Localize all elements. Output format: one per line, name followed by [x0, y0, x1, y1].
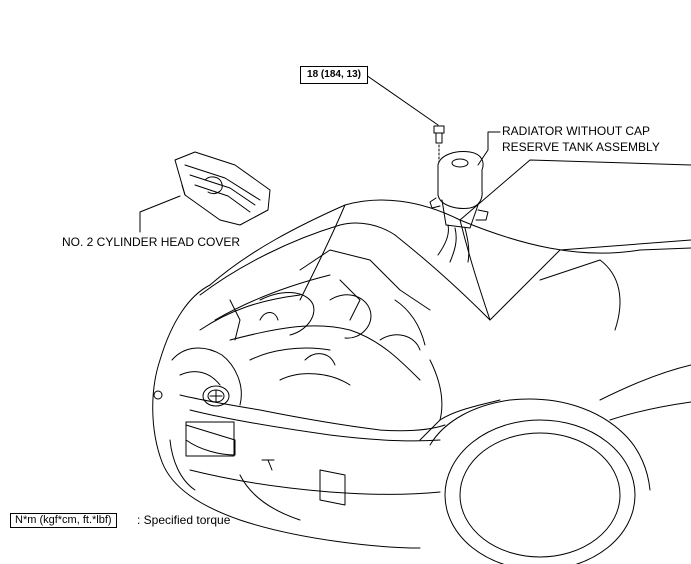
radiator-tank-label-line1: RADIATOR WITHOUT CAP: [502, 124, 651, 138]
car-body: [152, 159, 691, 564]
torque-spec-box: 18 (184, 13): [300, 66, 368, 84]
bolt-illustration: [433, 125, 445, 144]
reserve-tank-illustration: [429, 151, 489, 263]
torque-legend-description: : Specified torque: [137, 513, 231, 527]
cylinder-head-cover-illustration: [174, 151, 271, 226]
cylinder-head-cover-label: NO. 2 CYLINDER HEAD COVER: [62, 235, 241, 249]
radiator-tank-label-line2: RESERVE TANK ASSEMBLY: [502, 140, 660, 154]
torque-unit-legend-box: N*m (kgf*cm, ft.*lbf): [10, 513, 117, 528]
leader-lines: [139, 74, 501, 233]
